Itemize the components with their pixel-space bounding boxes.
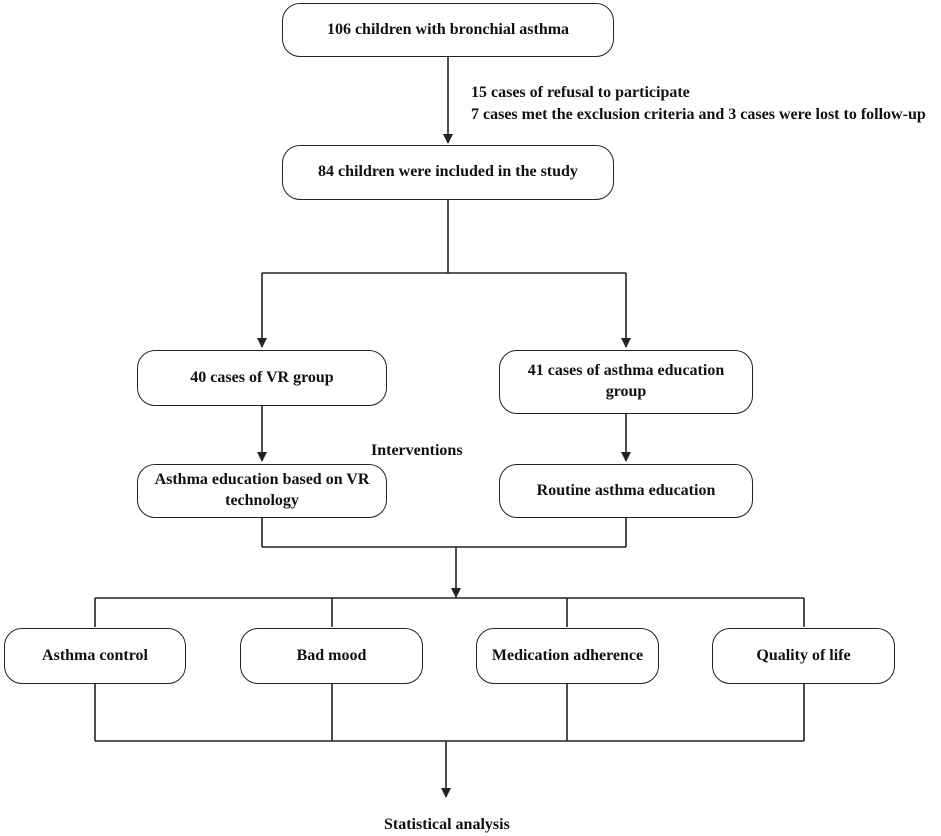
exclusion-line-2: 7 cases met the exclusion criteria and 3… <box>471 106 926 123</box>
box-included: 84 children were included in the study <box>282 145 614 200</box>
box-vr-group: 40 cases of VR group <box>137 350 387 406</box>
box-outcome-quality-of-life: Quality of life <box>712 628 895 684</box>
exclusion-line-1: 15 cases of refusal to participate <box>471 84 690 101</box>
box-vr-intervention: Asthma education based on VR technology <box>137 464 387 518</box>
final-label: Statistical analysis <box>384 816 510 833</box>
box-edu-group: 41 cases of asthma education group <box>499 350 753 414</box>
box-routine-intervention: Routine asthma education <box>499 464 753 518</box>
box-enrolled: 106 children with bronchial asthma <box>282 3 614 57</box>
box-outcome-medication-adherence: Medication adherence <box>476 628 659 684</box>
box-outcome-asthma-control: Asthma control <box>4 628 186 684</box>
interventions-label: Interventions <box>371 442 463 459</box>
box-outcome-bad-mood: Bad mood <box>240 628 423 684</box>
